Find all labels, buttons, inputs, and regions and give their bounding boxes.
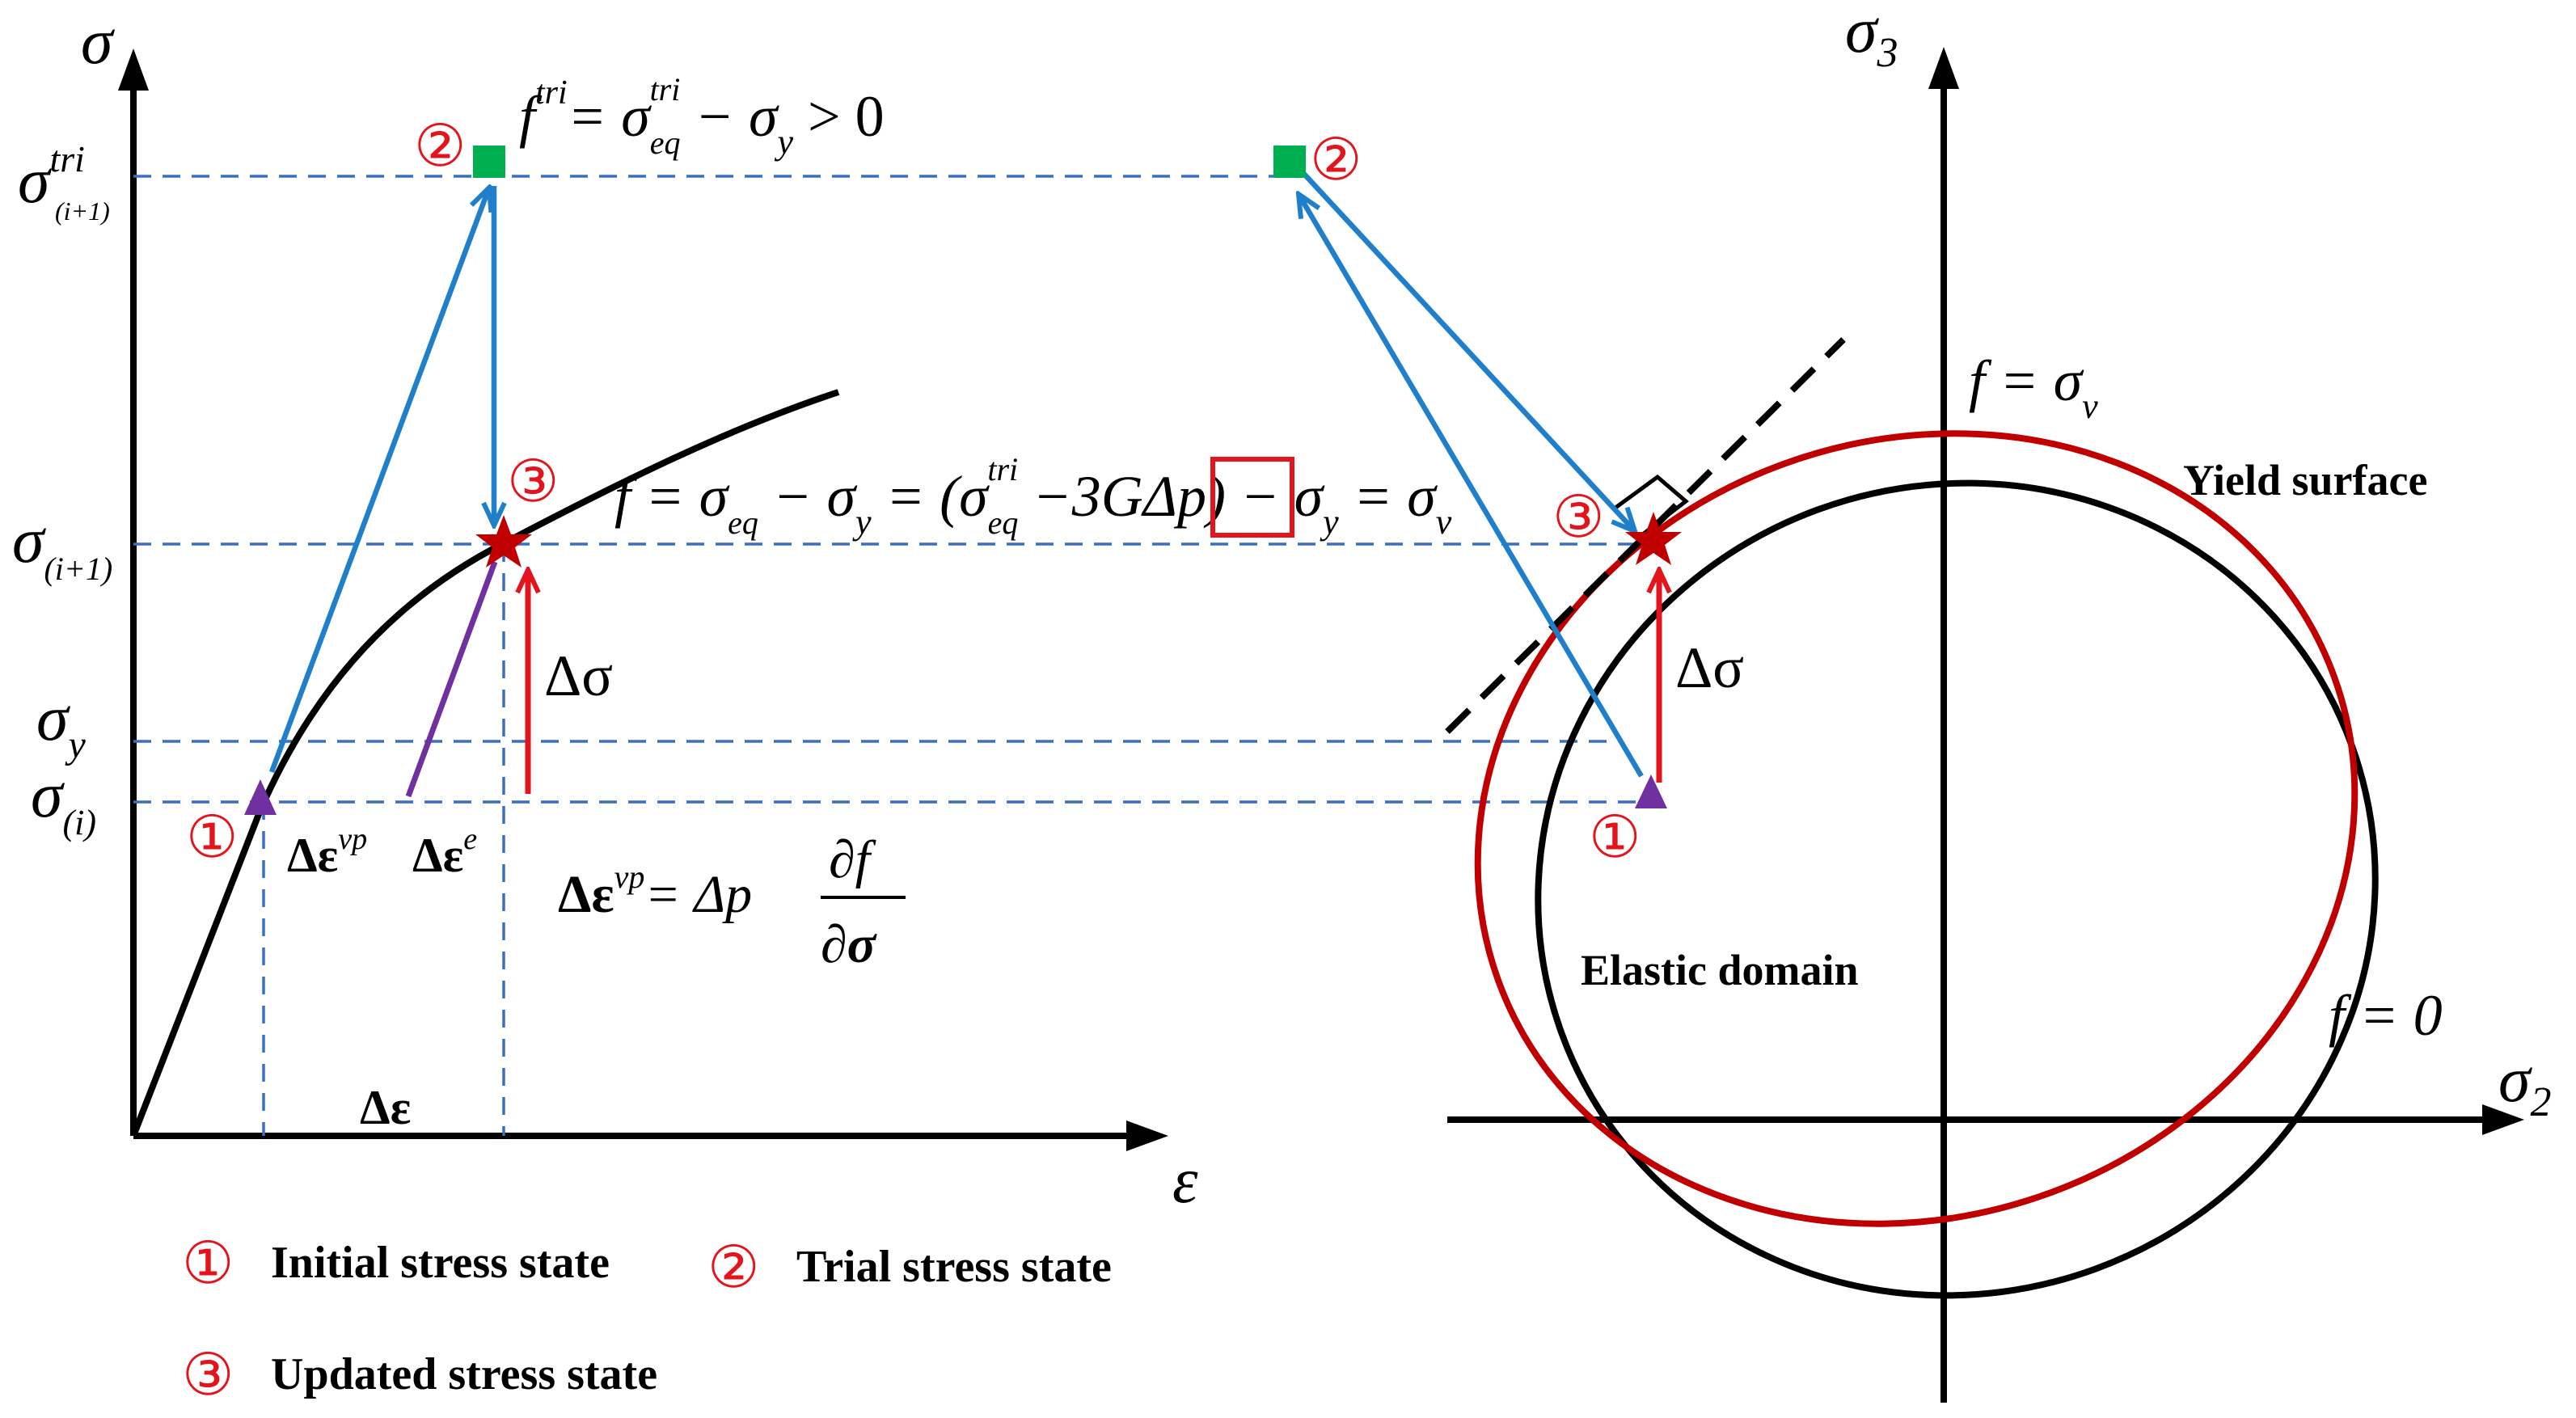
delta-sigma-label-left: Δσ [544, 644, 613, 708]
svg-text:∂σ: ∂σ [821, 915, 878, 974]
tick-sigma-yield: σy [36, 683, 86, 766]
elastic-domain-label: Elastic domain [1581, 946, 1859, 994]
trial-loading-arrow [268, 188, 489, 774]
updated-state-star [475, 515, 532, 568]
legend-label-initial: Initial stress state [271, 1238, 610, 1288]
elastic-strain-line [405, 560, 498, 798]
trial-yield-equation: ftri= σeqtri − σy > 0 [519, 71, 885, 162]
delta-eps-vp-label: Δεvp [287, 822, 367, 882]
left-dashed-guides [133, 175, 1649, 1136]
initial-state-triangle-right [1635, 774, 1667, 808]
updated-yield-equation: f = σeq − σy = (σeqtri −3GΔp) − σy = σv [614, 451, 1452, 542]
flow-rule-equation: Δεvp= Δp ∂f ∂σ [558, 830, 906, 974]
legend-label-updated: Updated stress state [271, 1349, 657, 1399]
delta-p-highlight-box [1210, 457, 1294, 538]
delta-eps-label: Δε [360, 1081, 411, 1134]
left-x-axis-arrowhead [1126, 1120, 1168, 1151]
tick-sigma-updated: σ(i+1) [12, 505, 112, 587]
left-y-axis-label: σ [81, 6, 115, 78]
yield-surface-label: Yield surface [2183, 456, 2427, 504]
sigma2-axis-arrowhead [2482, 1104, 2524, 1135]
right-principal-stress-plot: ① ② ③ σ3 σ2 f = σv Yield surface Elastic… [1273, 0, 2551, 1403]
marker-1-left: ① [186, 805, 239, 870]
legend-marker-initial: ① [182, 1231, 234, 1296]
legend-marker-trial: ② [707, 1235, 760, 1300]
trial-loading-arrow-right [1299, 194, 1644, 778]
legend-marker-updated: ③ [182, 1343, 234, 1407]
delta-eps-e-label: Δεe [412, 822, 477, 882]
initial-state-triangle [244, 779, 277, 815]
sigma3-axis-label: σ3 [1845, 0, 1898, 76]
legend: ① Initial stress state ② Trial stress st… [182, 1231, 1112, 1407]
yield-surface-ellipse [1474, 430, 2359, 1227]
stress-strain-curve [130, 389, 840, 1137]
left-y-axis-arrowhead [118, 49, 149, 91]
left-stress-strain-plot: ① ② ③ σ ε σtri (i+1) σ(i+1) σy σ(i) Δεvp… [12, 6, 1649, 1217]
sigma3-axis-arrowhead [1928, 47, 1959, 89]
marker-3-right: ③ [1552, 485, 1605, 550]
normal-right-angle [1614, 474, 1689, 535]
left-x-axis-label: ε [1172, 1146, 1198, 1217]
svg-text:Δεvp= Δp: Δεvp= Δp [558, 859, 752, 924]
marker-1-right: ① [1589, 805, 1641, 870]
marker-3-left: ③ [507, 449, 560, 514]
tick-sigma-trial: σtri [18, 138, 85, 217]
tangent-line [1445, 337, 1846, 734]
updated-state-star-right [1625, 512, 1682, 565]
svg-text:∂f: ∂f [829, 830, 876, 889]
delta-sigma-label-right: Δσ [1675, 635, 1744, 700]
f-sigma-v-label: f = σv [1969, 348, 2098, 426]
trial-state-square [473, 146, 505, 178]
tick-sigma-initial: σ(i) [31, 760, 96, 842]
marker-2-left: ② [414, 114, 467, 179]
legend-label-trial: Trial stress state [796, 1242, 1112, 1292]
marker-2-right: ② [1310, 128, 1362, 192]
sigma2-axis-label: σ2 [2498, 1045, 2551, 1125]
return-mapping-arrow-right [1299, 169, 1635, 531]
f-zero-label: f = 0 [2329, 983, 2443, 1048]
tick-sigma-trial-sub: (i+1) [55, 196, 110, 226]
trial-state-square-right [1273, 146, 1306, 178]
